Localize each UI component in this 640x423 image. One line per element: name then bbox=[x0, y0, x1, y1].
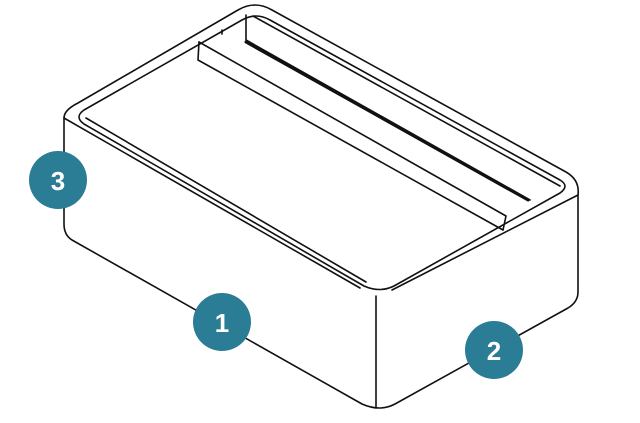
divider-wall-front-top bbox=[198, 41, 507, 231]
callout-2[interactable]: 2 bbox=[465, 321, 523, 379]
callout-1-circle bbox=[193, 293, 251, 351]
inner-rim bbox=[78, 15, 566, 291]
slot-groove bbox=[244, 40, 530, 202]
back-channel-line bbox=[252, 15, 561, 187]
divider-wall-back bbox=[245, 14, 531, 201]
callout-2-circle bbox=[465, 321, 523, 379]
outer-rim bbox=[63, 4, 580, 409]
front-right-top-edge bbox=[391, 194, 579, 291]
callout-3-circle bbox=[29, 151, 87, 209]
tray-top bbox=[78, 14, 566, 291]
divider-wall-front bbox=[197, 41, 504, 231]
front-left-top-edge bbox=[63, 117, 361, 289]
callout-3[interactable]: 3 bbox=[29, 151, 87, 209]
floor-front-left-edge bbox=[85, 117, 367, 283]
callout-1[interactable]: 1 bbox=[193, 293, 251, 351]
callout-1-label: 1 bbox=[215, 308, 229, 338]
tray-body bbox=[63, 4, 580, 409]
callout-3-label: 3 bbox=[51, 166, 65, 196]
callout-2-label: 2 bbox=[487, 336, 501, 366]
